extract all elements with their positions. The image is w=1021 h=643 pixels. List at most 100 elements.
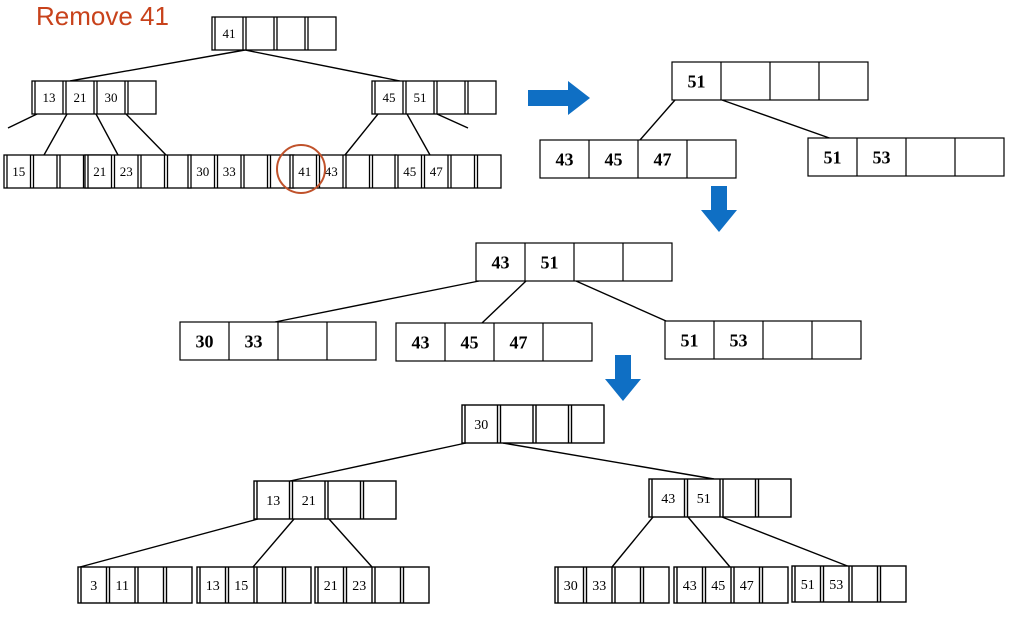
node-key: 15 bbox=[12, 164, 25, 179]
node-key: 45 bbox=[403, 164, 416, 179]
node-key: 30 bbox=[564, 579, 578, 594]
step2-root-node: 43 51 bbox=[475, 242, 673, 282]
node-key: 43 bbox=[492, 252, 510, 272]
node-key: 41 bbox=[223, 26, 236, 41]
node-key: 30 bbox=[474, 418, 488, 433]
node-key: 45 bbox=[605, 149, 623, 169]
node-key: 30 bbox=[196, 331, 214, 351]
before-internal-node: 13 21 30 bbox=[31, 80, 157, 115]
tree-edge bbox=[721, 516, 851, 568]
node-key: 41 bbox=[298, 164, 311, 179]
before-leaf-node: 41 43 bbox=[289, 154, 397, 189]
tree-edge bbox=[502, 442, 715, 480]
tree-edge bbox=[252, 518, 295, 568]
tree-edge bbox=[687, 516, 731, 568]
node-key: 13 bbox=[266, 494, 280, 509]
tree-edge bbox=[274, 280, 480, 323]
node-key: 43 bbox=[661, 492, 675, 507]
after-leaf-node: 3 11 bbox=[77, 566, 193, 604]
node-key: 47 bbox=[654, 149, 672, 169]
node-key: 51 bbox=[697, 492, 711, 507]
node-key: 3 bbox=[90, 579, 97, 594]
tree-edge bbox=[79, 518, 259, 568]
step-arrows bbox=[528, 81, 737, 401]
node-key: 15 bbox=[234, 579, 248, 594]
before-internal-node: 45 51 bbox=[371, 80, 497, 115]
tree-edge bbox=[721, 99, 836, 141]
node-key: 51 bbox=[541, 252, 559, 272]
node-key: 45 bbox=[711, 579, 725, 594]
tree-edge bbox=[43, 113, 68, 156]
slide-title: Remove 41 bbox=[36, 1, 169, 31]
down-arrow-icon bbox=[605, 355, 641, 401]
tree-edge bbox=[95, 113, 119, 156]
node-key: 30 bbox=[196, 164, 209, 179]
step2-leaf-node: 30 33 bbox=[179, 321, 377, 361]
after-leaf-node: 30 33 bbox=[554, 566, 670, 604]
node-key: 33 bbox=[245, 331, 263, 351]
before-root-node: 41 bbox=[211, 16, 337, 51]
node-key: 47 bbox=[430, 164, 444, 179]
tree-edge bbox=[639, 99, 676, 141]
node-key: 51 bbox=[681, 330, 699, 350]
step1-root-node: 51 bbox=[671, 61, 869, 101]
tree-edge bbox=[328, 518, 373, 568]
after-leaf-node: 21 23 bbox=[314, 566, 430, 604]
step1-leaf-node: 51 53 bbox=[807, 137, 1005, 177]
node-key: 51 bbox=[688, 71, 706, 91]
node-key: 45 bbox=[461, 332, 479, 352]
node-key: 47 bbox=[740, 579, 754, 594]
right-arrow-icon bbox=[528, 81, 590, 115]
step2-leaf-node: 43 45 47 bbox=[395, 322, 593, 362]
removed-key-highlight bbox=[276, 144, 326, 194]
before-leaf-node: 21 23 bbox=[84, 154, 192, 189]
node-key: 21 bbox=[324, 579, 338, 594]
node-key: 33 bbox=[592, 579, 606, 594]
tree-nodes: 41 13 21 30 45 51 15 21 23 30 33 41 43 45 47 51 43 45 47 51… bbox=[3, 16, 1005, 604]
node-key: 33 bbox=[223, 164, 236, 179]
step1-leaf-node: 43 45 47 bbox=[539, 139, 737, 179]
after-leaf-node: 13 15 bbox=[196, 566, 312, 604]
step2-leaf-node: 51 53 bbox=[664, 320, 862, 360]
down-arrow-icon bbox=[701, 186, 737, 232]
tree-edge bbox=[7, 113, 38, 129]
node-key: 43 bbox=[412, 332, 430, 352]
tree-edge bbox=[244, 49, 401, 82]
node-key: 43 bbox=[556, 149, 574, 169]
node-key: 23 bbox=[352, 579, 366, 594]
after-leaf-node: 43 45 47 bbox=[673, 566, 789, 604]
tree-edge bbox=[69, 49, 246, 82]
after-root-node: 30 bbox=[461, 404, 605, 444]
node-key: 13 bbox=[43, 90, 56, 105]
node-key: 23 bbox=[120, 164, 133, 179]
node-key: 21 bbox=[74, 90, 87, 105]
tree-edge bbox=[406, 113, 431, 156]
node-key: 43 bbox=[683, 579, 697, 594]
node-key: 51 bbox=[801, 578, 815, 593]
node-key: 13 bbox=[206, 579, 220, 594]
tree-edge bbox=[481, 280, 527, 324]
highlight-marks bbox=[276, 144, 326, 194]
node-key: 30 bbox=[105, 90, 118, 105]
tree-edge bbox=[436, 113, 469, 129]
tree-edges bbox=[7, 49, 851, 568]
node-key: 21 bbox=[302, 494, 316, 509]
tree-edge bbox=[125, 113, 167, 156]
tree-edge bbox=[575, 280, 667, 322]
node-key: 51 bbox=[824, 147, 842, 167]
node-key: 53 bbox=[730, 330, 748, 350]
node-key: 43 bbox=[325, 164, 338, 179]
node-key: 51 bbox=[414, 90, 427, 105]
after-internal-node: 13 21 bbox=[253, 480, 397, 520]
node-key: 11 bbox=[116, 579, 129, 594]
node-key: 45 bbox=[383, 90, 396, 105]
node-key: 53 bbox=[829, 578, 843, 593]
node-key: 47 bbox=[510, 332, 528, 352]
tree-edge bbox=[344, 113, 379, 156]
tree-edge bbox=[611, 516, 654, 568]
tree-edge bbox=[289, 442, 467, 482]
node-key: 53 bbox=[873, 147, 891, 167]
after-internal-node: 43 51 bbox=[648, 478, 792, 518]
node-key: 21 bbox=[93, 164, 106, 179]
